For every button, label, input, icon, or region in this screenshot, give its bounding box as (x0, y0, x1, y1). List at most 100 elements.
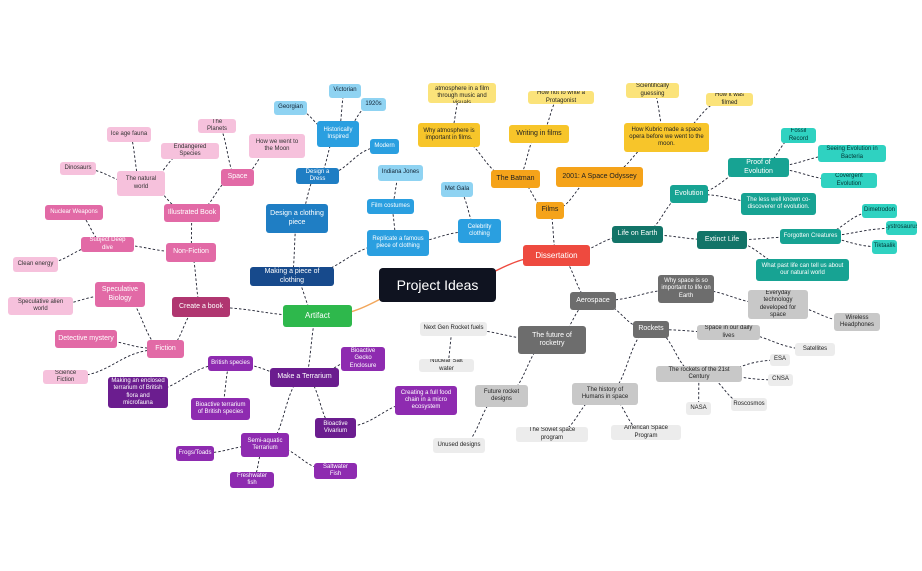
node-scientific-guessing[interactable]: Scientifically guessing (626, 83, 679, 98)
node-victorian[interactable]: Victorian (329, 84, 361, 98)
node-food-chain[interactable]: Creating a full food chain in a micro ec… (395, 386, 457, 415)
connector-natural_world-to-dinosaurs (77, 168, 142, 184)
node-label: Dissertation (535, 250, 578, 260)
node-saltwater[interactable]: Saltwater Fish (314, 463, 357, 479)
node-vivarium[interactable]: Bioactive Vivarium (315, 418, 356, 438)
node-next-gen[interactable]: Next Gen Rocket fuels (420, 322, 487, 336)
node-everyday-tech[interactable]: Everyday technology developed for space (748, 290, 808, 319)
node-make-terrarium[interactable]: Make a Terrarium (270, 368, 339, 387)
node-met-gala[interactable]: Met Gala (441, 182, 473, 197)
node-rockets[interactable]: Rockets (633, 321, 669, 338)
node-label: How it was filmed (714, 93, 744, 106)
node-label: Design a clothing piece (270, 210, 324, 226)
node-dimetrodon[interactable]: Dimetrodon (862, 204, 897, 218)
node-indiana-jones[interactable]: Indiana Jones (378, 165, 423, 181)
node-past-life[interactable]: What past life can tell us about our nat… (756, 259, 849, 281)
node-label: How not to write a Protagonist (536, 91, 586, 104)
node-nasa[interactable]: NASA (686, 402, 711, 415)
node-non-fiction[interactable]: Non-Fiction (166, 243, 216, 262)
node-label: Everyday technology developed for space (759, 290, 797, 318)
node-gecko[interactable]: Bioactive Gecko Enclosure (341, 347, 385, 371)
node-speculative-alien[interactable]: Speculative alien world (8, 297, 73, 315)
node-speculative-biology[interactable]: Speculative Biology (95, 282, 145, 307)
node-natural-world[interactable]: The natural world (117, 171, 165, 196)
node-rockets-21st[interactable]: The rockets of the 21st Century (656, 366, 742, 382)
node-cnsa[interactable]: CNSA (768, 374, 793, 386)
node-future-designs[interactable]: Future rocket designs (475, 385, 528, 407)
node-not-protagonist[interactable]: How not to write a Protagonist (528, 91, 594, 104)
node-forgotten-creatures[interactable]: Forgotten Creatures (780, 229, 841, 244)
node-fossil-record[interactable]: Fossil Record (781, 128, 816, 143)
node-film-costumes[interactable]: Film costumes (367, 199, 414, 214)
node-artifact[interactable]: Artifact (283, 305, 352, 327)
node-soviet[interactable]: The Soviet space program (516, 427, 588, 442)
node-writing-films[interactable]: Writing in films (509, 125, 569, 143)
node-making-clothing[interactable]: Making a piece of clothing (250, 267, 334, 286)
node-fiction[interactable]: Fiction (147, 340, 184, 358)
node-seeing-evolution[interactable]: Seeing Evolution in Bacteria (818, 145, 886, 162)
node-label: Bioactive Gecko Enclosure (349, 348, 377, 369)
node-historically-inspired[interactable]: Historically Inspired (317, 121, 359, 147)
node-evolution[interactable]: Evolution (670, 185, 708, 203)
node-extinct-life[interactable]: Extinct Life (697, 231, 747, 249)
node-kubric[interactable]: How Kubric made a space opera before we … (624, 123, 709, 152)
node-life-on-earth[interactable]: Life on Earth (612, 226, 663, 243)
node-space-odyssey[interactable]: 2001: A Space Odyssey (556, 167, 643, 187)
node-why-atmosphere[interactable]: Why atmosphere is important in films. (418, 123, 480, 147)
node-convergent[interactable]: Covergent Evolution (821, 173, 877, 188)
node-future-rocketry[interactable]: The future of rocketry (518, 326, 586, 354)
node-create-book[interactable]: Create a book (172, 297, 230, 317)
node-went-to-moon[interactable]: How we went to the Moon (249, 134, 305, 158)
node-space-book[interactable]: Space (221, 169, 254, 186)
node-design-clothing[interactable]: Design a clothing piece (266, 204, 328, 233)
node-unused-designs[interactable]: Unused designs (433, 438, 485, 453)
node-dissertation[interactable]: Dissertation (523, 245, 590, 266)
node-history-humans[interactable]: The history of Humans in space (572, 383, 638, 405)
node-label: NASA (690, 404, 707, 411)
node-roscosmos[interactable]: Roscosmos (731, 398, 767, 411)
connector-why_space-to-everyday_tech (685, 288, 779, 305)
node-clean-energy[interactable]: Clean energy (13, 257, 58, 272)
node-space-daily[interactable]: Space in our daily lives (697, 325, 760, 340)
node-endangered[interactable]: Endangered Species (161, 143, 219, 159)
node-films[interactable]: Films (536, 202, 564, 219)
node-aerospace[interactable]: Aerospace (570, 292, 616, 310)
node-celebrity-clothing[interactable]: Celebrity clothing (458, 219, 501, 243)
node-label: Georgian (278, 104, 303, 111)
node-nuclear-weapons[interactable]: Nuclear Weapons (45, 205, 103, 220)
node-tiktaalik[interactable]: Tiktaalik (872, 240, 897, 254)
node-semi-aquatic[interactable]: Semi-aquatic Terrarium (241, 433, 289, 457)
node-batman[interactable]: The Batman (491, 170, 540, 188)
node-less-well-known[interactable]: The less well known co-discoverer of evo… (741, 193, 816, 215)
node-twenties[interactable]: 1920s (361, 98, 386, 111)
node-label: Forgotten Creatures (783, 232, 838, 239)
node-frogs[interactable]: Frogs/Toads (176, 446, 214, 461)
node-enclosed-terrarium[interactable]: Making an enclosed terrarium of British … (108, 377, 168, 408)
node-british-species[interactable]: British species (208, 356, 253, 371)
node-why-space[interactable]: Why space is so important to life on Ear… (658, 275, 714, 303)
node-wireless[interactable]: Wireless Headphones (834, 313, 880, 331)
node-illustrated-book[interactable]: Illustrated Book (164, 204, 220, 222)
node-planets[interactable]: The Planets (198, 119, 236, 133)
node-modern[interactable]: Modern (370, 139, 399, 154)
node-ice-age[interactable]: Ice age fauna (107, 127, 151, 142)
node-satellites[interactable]: Satellites (795, 343, 835, 356)
node-design-dress[interactable]: Design a Dress (296, 168, 339, 184)
node-subject-deep-dive[interactable]: Subject Deep dive (81, 237, 134, 252)
node-american[interactable]: American Space Program (611, 425, 681, 440)
node-freshwater[interactable]: Freshwater fish (230, 472, 274, 488)
node-bioactive-british[interactable]: Bioactive terrarium of British species (191, 398, 250, 420)
node-lystrosaurus[interactable]: Lystrosaurus (886, 221, 917, 235)
root-node-project-ideas[interactable]: Project Ideas (379, 268, 496, 302)
node-how-atmosphere[interactable]: How to create atmosphere in a film throu… (428, 83, 496, 103)
node-replicate-famous[interactable]: Replicate a famous piece of clothing (367, 230, 429, 256)
node-proof-evolution[interactable]: Proof of Evolution (728, 158, 789, 177)
node-detective[interactable]: Detective mystery (55, 330, 117, 348)
node-georgian[interactable]: Georgian (274, 101, 307, 115)
node-nuclear-salt[interactable]: Nuclear Salt water (419, 359, 474, 372)
node-science-fiction[interactable]: Science Fiction (43, 370, 88, 384)
node-esa[interactable]: ESA (770, 354, 790, 366)
node-dinosaurs[interactable]: Dinosaurs (60, 162, 96, 175)
node-label: How to create atmosphere in a film throu… (434, 83, 490, 103)
node-how-filmed[interactable]: How it was filmed (706, 93, 753, 106)
